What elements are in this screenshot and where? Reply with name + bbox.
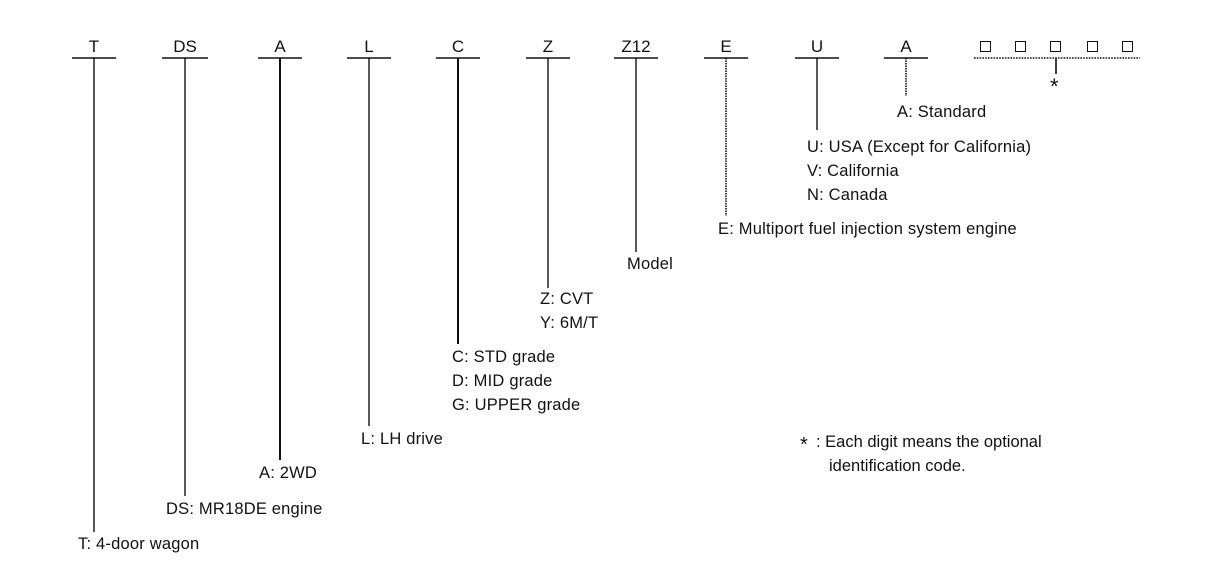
optional-box <box>980 41 991 52</box>
code-t: T <box>88 37 100 56</box>
note-line1: : Each digit means the optional <box>816 433 1042 451</box>
label-grade-c: C: STD grade <box>452 348 556 366</box>
code-a: A <box>274 37 286 56</box>
code-z: Z <box>542 37 554 56</box>
label-dest-u: U: USA (Except for California) <box>807 138 1032 156</box>
label-l: L: LH drive <box>361 430 443 448</box>
label-model: Model <box>627 255 673 273</box>
code-z12: Z12 <box>621 37 651 56</box>
note-line2: identification code. <box>829 457 966 475</box>
code-u: U <box>810 37 824 56</box>
label-a-drive: A: 2WD <box>259 464 318 482</box>
code-l: L <box>364 37 374 56</box>
asterisk-marker: * <box>1050 74 1059 99</box>
label-ds: DS: MR18DE engine <box>166 500 323 518</box>
label-t: T: 4-door wagon <box>78 535 200 553</box>
label-dest-n: N: Canada <box>807 186 888 204</box>
label-grade-g: G: UPPER grade <box>452 396 581 414</box>
code-ds: DS <box>173 37 197 56</box>
code-a2: A <box>900 37 912 56</box>
label-trans-y: Y: 6M/T <box>540 314 599 332</box>
code-e: E <box>720 37 732 56</box>
note-star: * <box>800 434 808 456</box>
optional-box <box>1015 41 1026 52</box>
code-c: C <box>451 37 465 56</box>
label-grade-d: D: MID grade <box>452 372 553 390</box>
label-a-standard: A: Standard <box>897 103 987 121</box>
optional-box <box>1122 41 1133 52</box>
label-dest-v: V: California <box>807 162 899 180</box>
optional-box <box>1087 41 1098 52</box>
optional-box <box>1050 41 1061 52</box>
label-e: E: Multiport fuel injection system engin… <box>718 220 1017 238</box>
label-trans-z: Z: CVT <box>540 290 594 308</box>
